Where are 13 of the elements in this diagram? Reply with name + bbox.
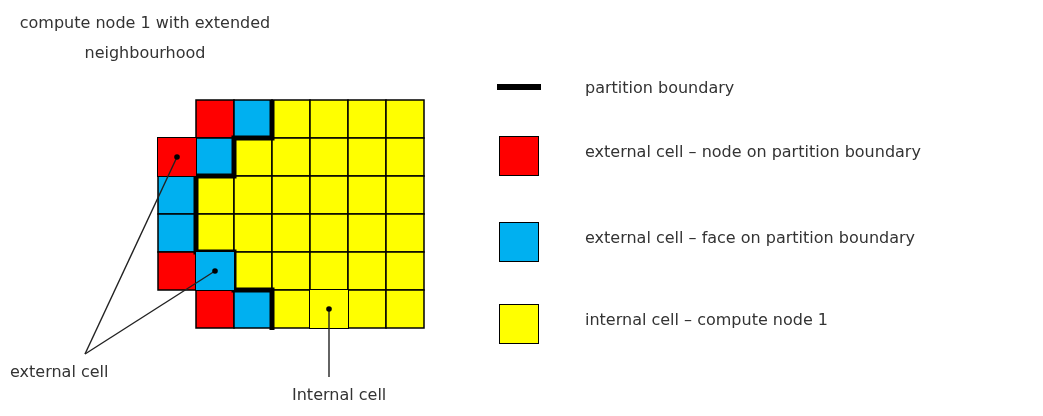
callout-label: external cell [10, 362, 109, 382]
leader-line [84, 154, 180, 355]
legend-label: external cell – node on partition boundary [585, 141, 922, 163]
grid-cell [157, 137, 197, 177]
grid-cell [309, 289, 349, 329]
diagram-title: compute node 1 with extended neighbourhood [18, 12, 272, 64]
leader-line [84, 268, 218, 355]
legend-label: external cell – face on partition boundary [585, 227, 917, 249]
callout-label: Internal cell [292, 385, 387, 405]
legend-label: partition boundary [585, 77, 736, 99]
grid-cell [195, 251, 235, 291]
leader-line [326, 306, 332, 378]
legend-label: internal cell – compute node 1 [585, 309, 830, 331]
